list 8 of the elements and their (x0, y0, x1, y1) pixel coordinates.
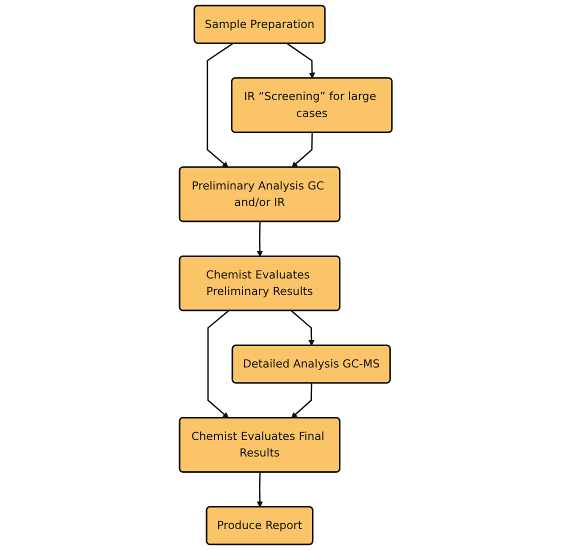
arrow (256, 222, 263, 257)
arrow (290, 310, 314, 346)
arrow (291, 132, 313, 168)
arrow (286, 42, 315, 79)
arrow (207, 310, 229, 418)
arrow (290, 383, 312, 418)
arrow (206, 42, 234, 168)
arrow (256, 472, 263, 508)
